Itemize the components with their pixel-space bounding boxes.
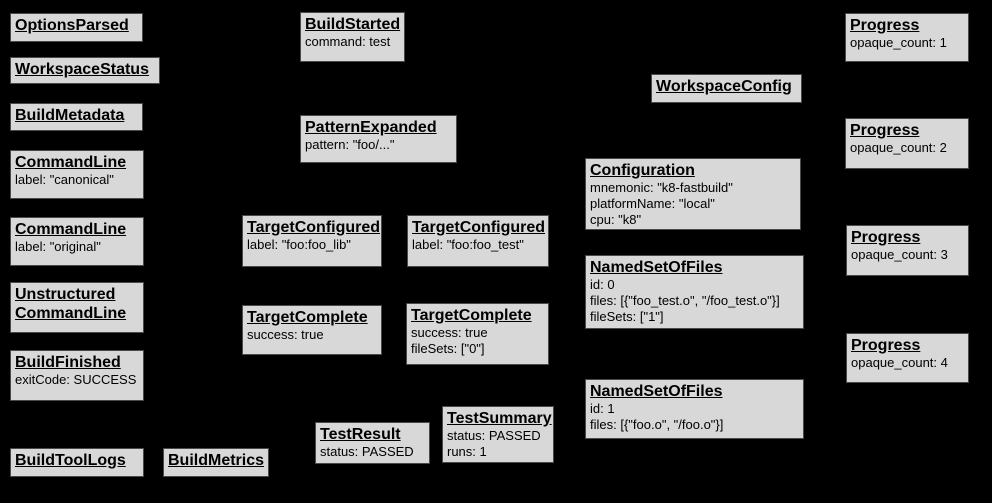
node-build-metrics: BuildMetrics xyxy=(163,448,269,477)
node-unstructured-command-line: Unstructured CommandLine xyxy=(10,282,144,333)
node-title: BuildFinished xyxy=(15,354,121,371)
node-named-set-of-files-1: NamedSetOfFiles id: 1 files: [{"foo.o", … xyxy=(585,379,804,439)
node-field: files: [{"foo.o", "/foo.o"}] xyxy=(590,417,724,432)
node-field: mnemonic: "k8-fastbuild" xyxy=(590,180,733,195)
node-progress-3: Progress opaque_count: 3 xyxy=(846,225,969,276)
node-configuration: Configuration mnemonic: "k8-fastbuild" p… xyxy=(585,158,801,230)
node-title: Progress xyxy=(850,17,920,34)
node-pattern-expanded: PatternExpanded pattern: "foo/..." xyxy=(300,115,457,163)
node-field: opaque_count: 1 xyxy=(850,35,947,50)
node-progress-4: Progress opaque_count: 4 xyxy=(846,333,969,383)
node-target-configured-foo-test: TargetConfigured label: "foo:foo_test" xyxy=(407,215,549,267)
node-command-line-original: CommandLine label: "original" xyxy=(10,217,144,266)
node-field: status: PASSED xyxy=(320,444,414,459)
node-title: CommandLine xyxy=(15,221,127,238)
node-target-complete-foo-lib: TargetComplete success: true xyxy=(242,305,382,355)
node-field: command: test xyxy=(305,34,391,49)
node-progress-1: Progress opaque_count: 1 xyxy=(845,13,969,62)
node-title: TargetConfigured xyxy=(247,219,381,236)
node-named-set-of-files-0: NamedSetOfFiles id: 0 files: [{"foo_test… xyxy=(585,255,804,329)
node-title: Progress xyxy=(851,337,921,354)
node-title: TargetComplete xyxy=(411,307,532,324)
node-field: fileSets: ["0"] xyxy=(411,341,485,356)
node-title: WorkspaceConfig xyxy=(656,78,792,95)
node-field: files: [{"foo_test.o", "/foo_test.o"}] xyxy=(590,293,780,308)
node-progress-2: Progress opaque_count: 2 xyxy=(845,118,969,169)
node-title: PatternExpanded xyxy=(305,119,437,136)
node-command-line-canonical: CommandLine label: "canonical" xyxy=(10,150,144,199)
node-field: label: "canonical" xyxy=(15,172,114,187)
node-field: status: PASSED xyxy=(447,428,541,443)
node-field: label: "foo:foo_lib" xyxy=(247,237,351,252)
node-options-parsed: OptionsParsed xyxy=(10,13,143,42)
node-workspace-status: WorkspaceStatus xyxy=(10,57,160,84)
node-title: TestSummary xyxy=(447,410,552,427)
node-build-started: BuildStarted command: test xyxy=(300,12,405,62)
node-field: label: "original" xyxy=(15,239,101,254)
node-field: opaque_count: 3 xyxy=(851,247,948,262)
node-title: BuildMetadata xyxy=(15,107,125,124)
node-title: Progress xyxy=(850,122,920,139)
node-field: id: 0 xyxy=(590,277,615,292)
node-field: id: 1 xyxy=(590,401,615,416)
node-title: TargetConfigured xyxy=(412,219,546,236)
node-title: Unstructured CommandLine xyxy=(15,286,127,322)
node-field: pattern: "foo/..." xyxy=(305,137,395,152)
node-build-tool-logs: BuildToolLogs xyxy=(10,448,144,477)
node-field: platformName: "local" xyxy=(590,196,715,211)
node-title: BuildMetrics xyxy=(168,452,265,469)
node-target-complete-foo-test: TargetComplete success: true fileSets: [… xyxy=(406,303,549,365)
node-field: cpu: "k8" xyxy=(590,212,642,227)
node-field: opaque_count: 2 xyxy=(850,140,947,155)
node-field: fileSets: ["1"] xyxy=(590,309,664,324)
node-title: NamedSetOfFiles xyxy=(590,259,723,276)
node-title: CommandLine xyxy=(15,154,127,171)
node-title: Progress xyxy=(851,229,921,246)
node-build-metadata: BuildMetadata xyxy=(10,103,143,131)
node-test-result: TestResult status: PASSED xyxy=(315,422,430,464)
node-title: OptionsParsed xyxy=(15,17,129,34)
node-title: TargetComplete xyxy=(247,309,368,326)
node-title: Configuration xyxy=(590,162,695,179)
node-test-summary: TestSummary status: PASSED runs: 1 xyxy=(442,406,554,463)
node-title: WorkspaceStatus xyxy=(15,61,149,78)
node-field: opaque_count: 4 xyxy=(851,355,948,370)
node-title: BuildToolLogs xyxy=(15,452,126,469)
node-field: label: "foo:foo_test" xyxy=(412,237,524,252)
node-field: runs: 1 xyxy=(447,444,487,459)
node-field: success: true xyxy=(411,325,488,340)
node-build-finished: BuildFinished exitCode: SUCCESS xyxy=(10,350,144,401)
node-workspace-config: WorkspaceConfig xyxy=(651,74,802,103)
node-field: success: true xyxy=(247,327,324,342)
node-title: TestResult xyxy=(320,426,401,443)
node-title: BuildStarted xyxy=(305,16,401,33)
node-target-configured-foo-lib: TargetConfigured label: "foo:foo_lib" xyxy=(242,215,382,267)
node-title: NamedSetOfFiles xyxy=(590,383,723,400)
node-field: exitCode: SUCCESS xyxy=(15,372,137,387)
